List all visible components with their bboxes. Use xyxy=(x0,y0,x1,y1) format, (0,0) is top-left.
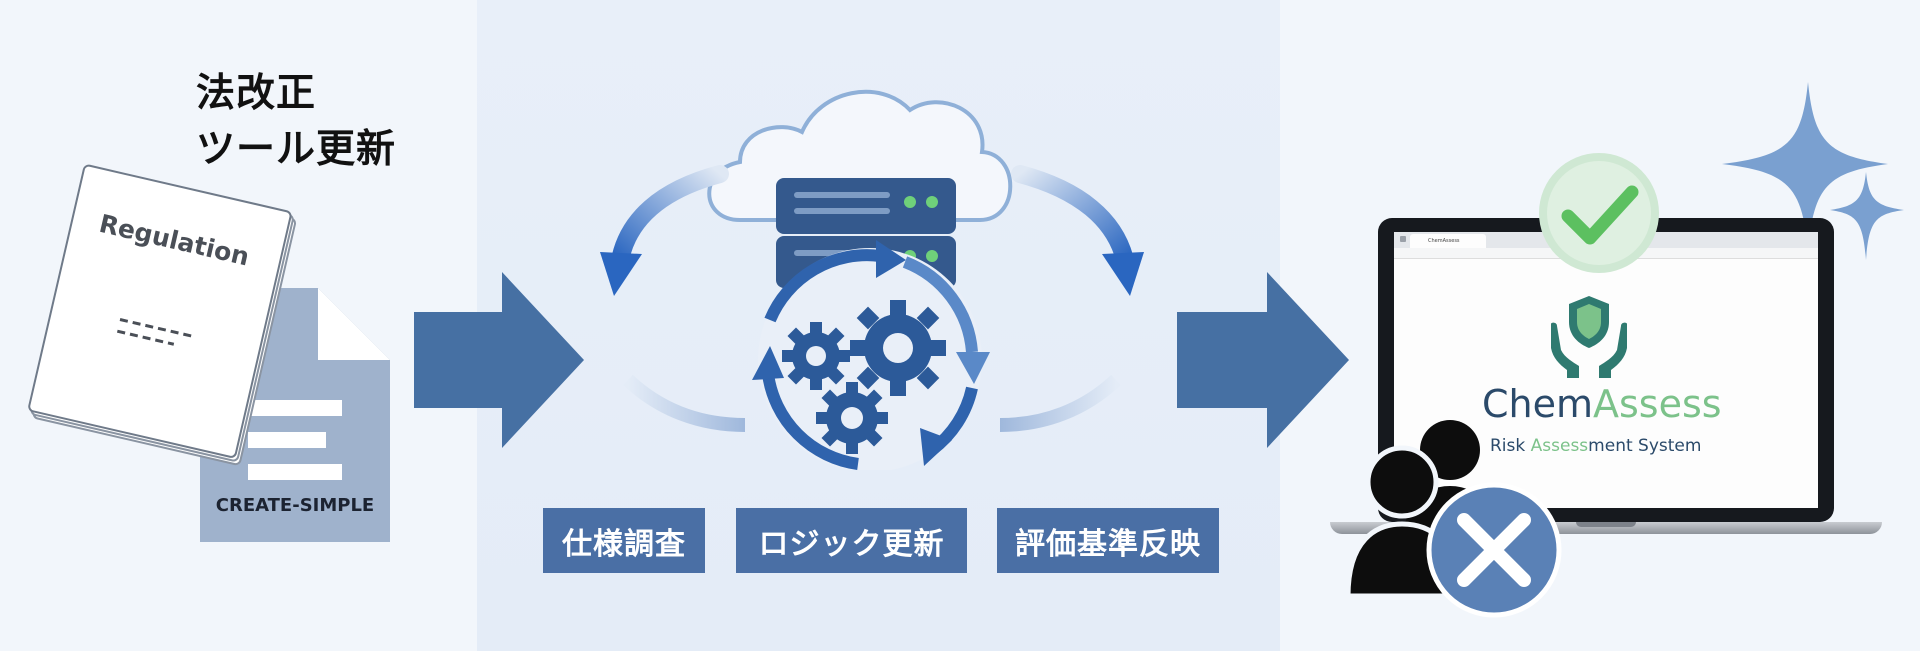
flow-arrow-icon xyxy=(414,272,584,448)
app-subtitle-part2: Assess xyxy=(1530,436,1589,456)
app-name-part1: Chem xyxy=(1482,382,1594,426)
title-law-revision: 法改正 xyxy=(196,71,317,116)
text-lines-icon xyxy=(116,318,195,346)
flow-arrow-icon xyxy=(1177,272,1349,448)
sparkle-icon xyxy=(1722,82,1904,260)
regulation-document: Regulation xyxy=(26,163,309,468)
app-subtitle-part3: ment System xyxy=(1588,436,1702,456)
title-tool-update: ツール更新 xyxy=(196,127,397,172)
browser-tab[interactable]: ChemAssess xyxy=(1410,234,1486,248)
task-criteria-reflection: 評価基準反映 xyxy=(997,508,1219,573)
app-name-part2: Assess xyxy=(1593,382,1722,426)
task-logic-update: ロジック更新 xyxy=(736,508,967,573)
laptop-notch xyxy=(1576,522,1636,527)
shield-hands-logo-icon xyxy=(1551,296,1627,378)
close-icon xyxy=(1426,482,1562,618)
check-badge-icon xyxy=(1539,153,1659,273)
window-icon xyxy=(1400,236,1406,242)
update-cycle-illustration xyxy=(600,89,1144,470)
app-subtitle: Risk Assessment System xyxy=(1490,436,1750,456)
app-subtitle-part1: Risk xyxy=(1490,436,1531,456)
app-name: ChemAssess xyxy=(1482,382,1742,426)
create-simple-label: CREATE-SIMPLE xyxy=(215,495,375,516)
task-spec-research: 仕様調査 xyxy=(543,508,705,573)
